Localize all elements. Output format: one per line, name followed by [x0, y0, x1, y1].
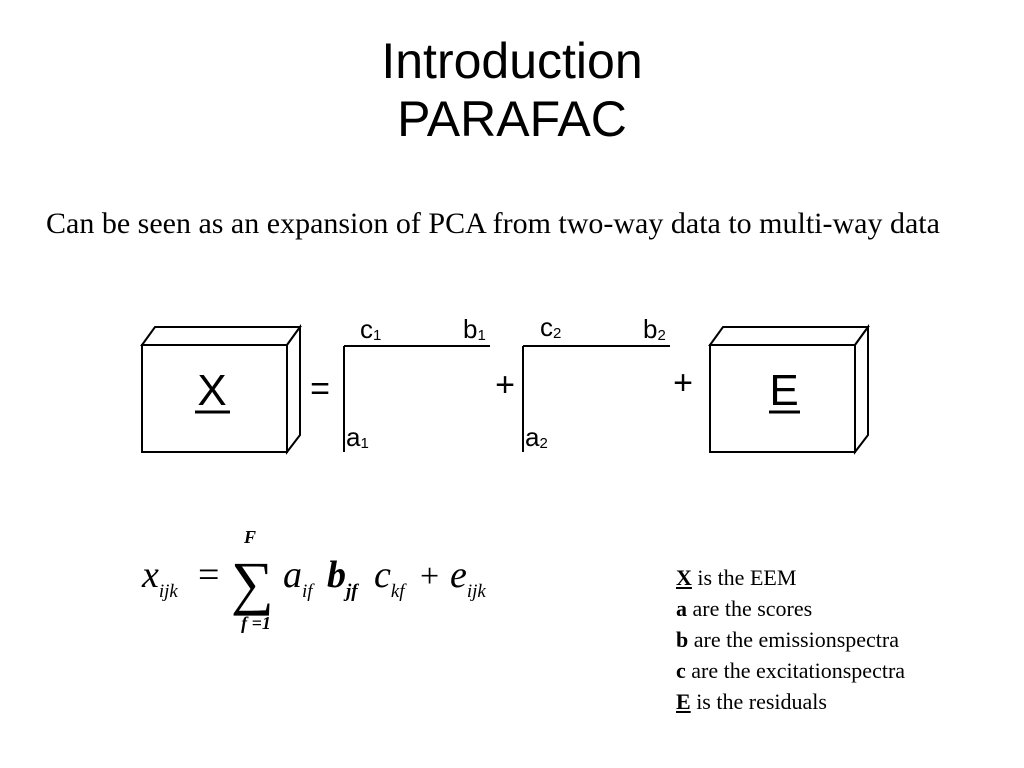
legend-symbol-x: X	[676, 565, 692, 590]
component-1-a-label: a1	[346, 422, 369, 452]
formula-plus: +	[420, 558, 439, 595]
summation-symbol: ∑	[231, 550, 274, 616]
equals-sign: =	[310, 370, 330, 408]
component-1-b-label: b1	[463, 314, 486, 344]
e-cube-label: E	[769, 366, 798, 415]
parafac-decomposition-diagram: X = c1 b1 a1 + c2 b2 a2 +	[140, 312, 870, 455]
legend-row-c: c are the excitationspectra	[676, 655, 1006, 686]
component-2: c2 b2 a2	[522, 312, 670, 452]
formula-term-c: ckf	[374, 554, 407, 602]
intro-text: Can be seen as an expansion of PCA from …	[46, 207, 940, 240]
formula-lhs: xijk	[141, 554, 178, 602]
legend-row-a: a are the scores	[676, 593, 1006, 624]
x-cube-label: X	[197, 366, 226, 415]
component-1: c1 b1 a1	[343, 314, 490, 452]
legend-symbol-e: E	[676, 689, 691, 714]
slide-title: Introduction PARAFAC	[0, 32, 1024, 148]
legend-text-e: is the residuals	[690, 689, 827, 714]
legend-symbol-b: b	[676, 627, 689, 652]
legend-row-e: E is the residuals	[676, 686, 1006, 717]
formula-term-a: aif	[283, 554, 315, 602]
formula-term-b: bjf	[327, 554, 359, 602]
symbol-legend: X is the EEM a are the scores b are the …	[676, 562, 1006, 717]
legend-text-a: are the scores	[687, 596, 813, 621]
legend-text-x: is the EEM	[691, 565, 797, 590]
component-1-c-label: c1	[360, 314, 381, 344]
legend-row-b: b are the emissionspectra	[676, 624, 1006, 655]
component-2-b-label: b2	[643, 314, 666, 344]
legend-symbol-a: a	[676, 596, 687, 621]
component-2-a-label: a2	[525, 422, 548, 452]
sum-upper-limit: F	[243, 527, 256, 547]
parafac-formula: xijk = F ∑ f =1 aif bjf ckf + eijk	[141, 527, 486, 633]
legend-symbol-c: c	[676, 658, 686, 683]
legend-text-c: are the excitationspectra	[685, 658, 906, 683]
e-cube: E	[708, 323, 870, 455]
sum-lower-limit: f =1	[241, 613, 271, 633]
legend-text-b: are the emissionspectra	[688, 627, 900, 652]
formula-equals: =	[198, 554, 219, 596]
plus-sign-2: +	[673, 364, 693, 402]
title-line-introduction: Introduction	[381, 33, 643, 89]
x-cube: X	[140, 323, 302, 455]
title-line-parafac: PARAFAC	[397, 91, 627, 147]
plus-sign-1: +	[495, 366, 515, 404]
formula-residual: eijk	[450, 554, 486, 602]
legend-row-x: X is the EEM	[676, 562, 1006, 593]
component-2-c-label: c2	[540, 312, 561, 342]
